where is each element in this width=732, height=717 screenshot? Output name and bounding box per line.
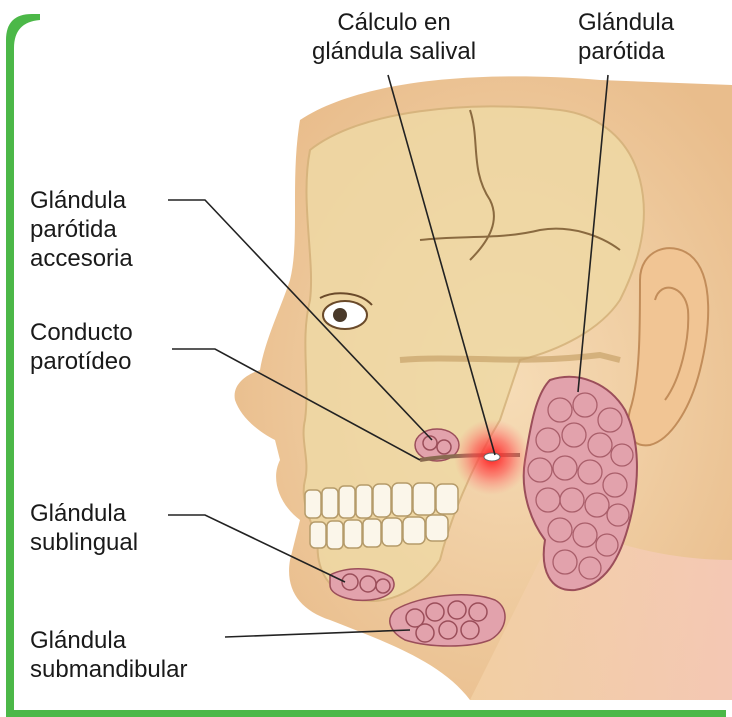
label-parotida-accesoria: Glándula parótida accesoria bbox=[30, 186, 133, 273]
salivary-stone bbox=[484, 453, 500, 461]
label-submandibular: Glándula submandibular bbox=[30, 626, 187, 684]
sublingual-gland bbox=[330, 569, 394, 601]
label-conducto: Conducto parotídeo bbox=[30, 318, 133, 376]
label-calculo: Cálculo en glándula salival bbox=[312, 8, 476, 66]
teeth bbox=[305, 483, 458, 549]
label-parotida: Glándula parótida bbox=[578, 8, 674, 66]
label-sublingual: Glándula sublingual bbox=[30, 499, 138, 557]
